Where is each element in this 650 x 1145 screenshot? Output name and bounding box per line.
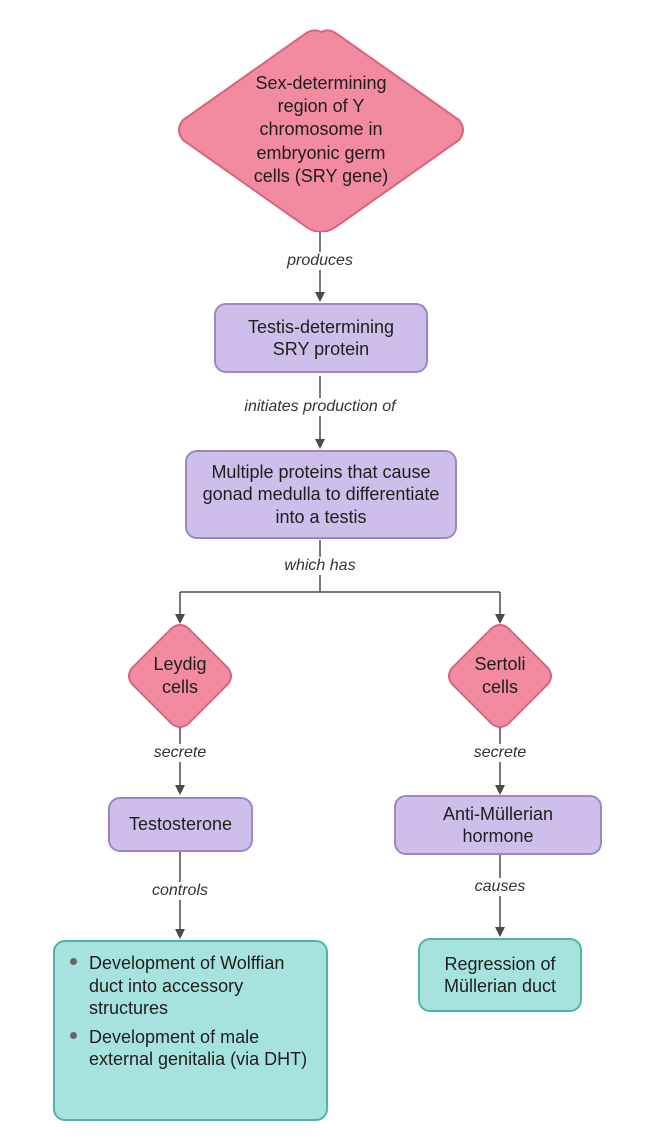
multiple-proteins-box: Multiple proteins that cause gonad medul… — [185, 450, 457, 539]
diamond-shape — [448, 624, 552, 728]
sry-region-text: Sex-determining region of Y chromosome i… — [253, 72, 389, 187]
label-initiates: initiates production of — [240, 398, 400, 416]
label-causes: causes — [470, 878, 530, 896]
multiple-proteins-text: Multiple proteins that cause gonad medul… — [202, 461, 440, 527]
label-controls: controls — [147, 882, 213, 900]
list-item: Development of Wolffian duct into access… — [67, 952, 312, 1020]
diamond-shape — [178, 29, 464, 232]
sry-protein-box: Testis-determining SRY protein — [214, 303, 428, 373]
sertoli-diamond: Sertoli cells — [448, 624, 552, 728]
mullerian-regression-box: Regression of Müllerian duct — [418, 938, 582, 1012]
testosterone-box: Testosterone — [108, 797, 253, 852]
list-item: Development of male external genitalia (… — [67, 1026, 312, 1071]
sertoli-text: Sertoli cells — [474, 653, 526, 697]
bullet-icon — [70, 958, 77, 965]
testosterone-text: Testosterone — [128, 814, 233, 835]
leydig-diamond: Leydig cells — [128, 624, 232, 728]
label-produces: produces — [283, 252, 357, 270]
label-which-has: which has — [280, 557, 360, 575]
sry-protein-text: Testis-determining SRY protein — [247, 316, 395, 360]
wolffian-development-box: Development of Wolffian duct into access… — [53, 940, 328, 1121]
label-secrete-left: secrete — [149, 744, 211, 762]
amh-text: Anti-Müllerian hormone — [442, 803, 554, 847]
label-secrete-right: secrete — [469, 744, 531, 762]
sry-region-diamond: Sex-determining region of Y chromosome i… — [175, 28, 467, 232]
regression-text: Regression of Müllerian duct — [443, 953, 557, 997]
leydig-text: Leydig cells — [153, 653, 207, 697]
amh-box: Anti-Müllerian hormone — [394, 795, 602, 855]
development-list: Development of Wolffian duct into access… — [67, 952, 312, 1077]
bullet-icon — [70, 1031, 77, 1039]
diamond-shape — [128, 624, 232, 728]
